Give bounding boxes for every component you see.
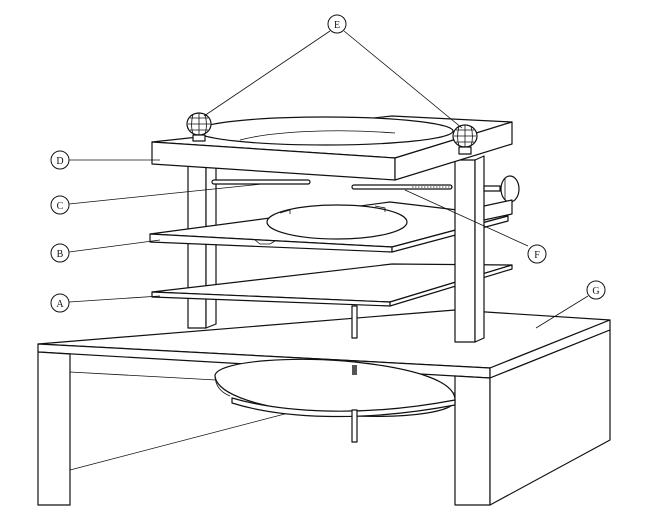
- callout-a: A: [50, 293, 70, 313]
- right-bracket: [483, 199, 513, 221]
- right-post: [454, 155, 520, 343]
- leader-a: [68, 295, 161, 303]
- leader-f: [404, 189, 529, 247]
- leader-lines: [68, 30, 589, 329]
- callout-d-label: D: [56, 156, 63, 167]
- leader-e-left: [203, 30, 331, 117]
- leader-c: [68, 183, 263, 205]
- callout-a-label: A: [56, 299, 64, 310]
- adjust-knob: [500, 175, 520, 203]
- right-post-front: [454, 159, 476, 343]
- table-side-panel: [489, 329, 611, 506]
- leader-e-right: [343, 30, 463, 129]
- callout-b-label: B: [57, 249, 64, 260]
- block-d-recess-inner: [239, 130, 396, 141]
- callout-g: G: [586, 280, 606, 300]
- callout-g-label: G: [592, 286, 599, 297]
- knob-left-base: [192, 134, 206, 142]
- callout-e-label: E: [334, 20, 340, 31]
- plate-b-notches: [279, 205, 386, 214]
- plate-b-opening: [266, 204, 408, 240]
- callout-e: E: [327, 14, 347, 34]
- leader-g: [535, 295, 589, 329]
- knob-left: [186, 112, 212, 142]
- top-block-d: [151, 115, 513, 181]
- knob-right: [452, 124, 478, 155]
- knob-right-base: [458, 146, 472, 155]
- guide-rods: [211, 179, 453, 190]
- right-post-side: [474, 155, 485, 343]
- turntable-gear-band: [231, 397, 456, 418]
- knob-right-grid: [454, 125, 476, 147]
- table-floor-line: [69, 409, 301, 471]
- turntable: [214, 358, 456, 443]
- turntable-rim: [214, 374, 231, 397]
- callout-c: C: [50, 195, 70, 215]
- callout-c-label: C: [57, 201, 64, 212]
- rod-c: [211, 179, 311, 185]
- threaded-shaft: [351, 305, 358, 339]
- plate-b-edge-notch: [254, 239, 276, 245]
- knobs-e: [186, 112, 478, 155]
- leader-b: [68, 239, 161, 253]
- knob-left-grid: [188, 113, 210, 135]
- table-leg-front-right: [454, 375, 491, 506]
- lower-shaft: [351, 409, 358, 443]
- shaft-through-table: [352, 365, 357, 375]
- callout-d: D: [50, 150, 70, 170]
- callout-f-label: F: [534, 250, 540, 261]
- callout-b: B: [50, 243, 70, 263]
- callout-f: F: [527, 244, 547, 264]
- table-leg-front-left: [37, 351, 71, 506]
- adjust-screw: [483, 185, 501, 192]
